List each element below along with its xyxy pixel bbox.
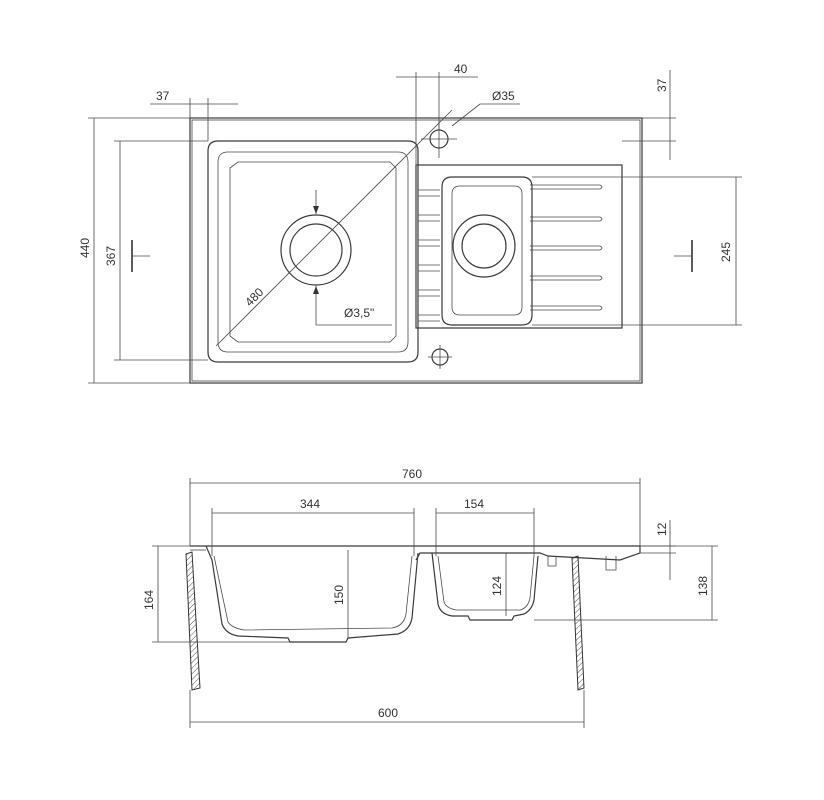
small-bowl-depth-label: 124 [490,576,504,596]
overall-length-label: 760 [402,467,422,481]
top-offset-label: 37 [655,78,669,92]
tap-spacing-label: 40 [454,62,468,76]
drainer-grooves [530,184,603,311]
overall-depth-label: 164 [142,590,156,610]
cabinet-wall-right [571,555,585,691]
overall-width-label: 440 [78,238,92,258]
main-bowl-depth-label: 150 [332,585,346,605]
corner-offset-label: 37 [156,89,170,103]
main-bowl-outer [207,140,419,363]
plan-view: Ø3,5" 480 Ø35 [78,62,742,384]
small-bowl-width-label: 245 [719,242,733,262]
small-bowl-outer [441,176,533,326]
rim-thickness-label: 12 [655,522,669,536]
tap-hole-diameter-label: Ø35 [492,89,515,103]
main-bowl-length-label: 344 [300,497,320,511]
small-drain-inner [461,223,507,269]
cabinet-width-label: 600 [378,706,398,720]
main-bowl-inner [217,151,409,353]
main-drain-outer [280,214,352,286]
main-drain-inner [289,223,343,277]
main-bowl-section [205,545,419,643]
small-bowl-inner [451,185,523,316]
rim-profile [190,545,641,561]
bowl-width-label: 367 [104,246,118,266]
drain-size-label: Ø3,5" [344,306,374,320]
bowl-diagonal-label: 480 [242,285,266,309]
small-bowl-length-label: 154 [464,497,484,511]
section-view: 760 344 154 12 164 150 124 138 [142,467,718,728]
cabinet-wall-left [185,551,201,691]
drainer-area [415,164,623,329]
bowl-diagonal-line [215,109,453,347]
main-bowl-floor [229,161,397,343]
drainer-depth-label: 138 [696,576,710,596]
drainer-slots-left [418,189,440,322]
small-drain-outer [452,214,516,278]
small-bowl-section [431,552,539,621]
